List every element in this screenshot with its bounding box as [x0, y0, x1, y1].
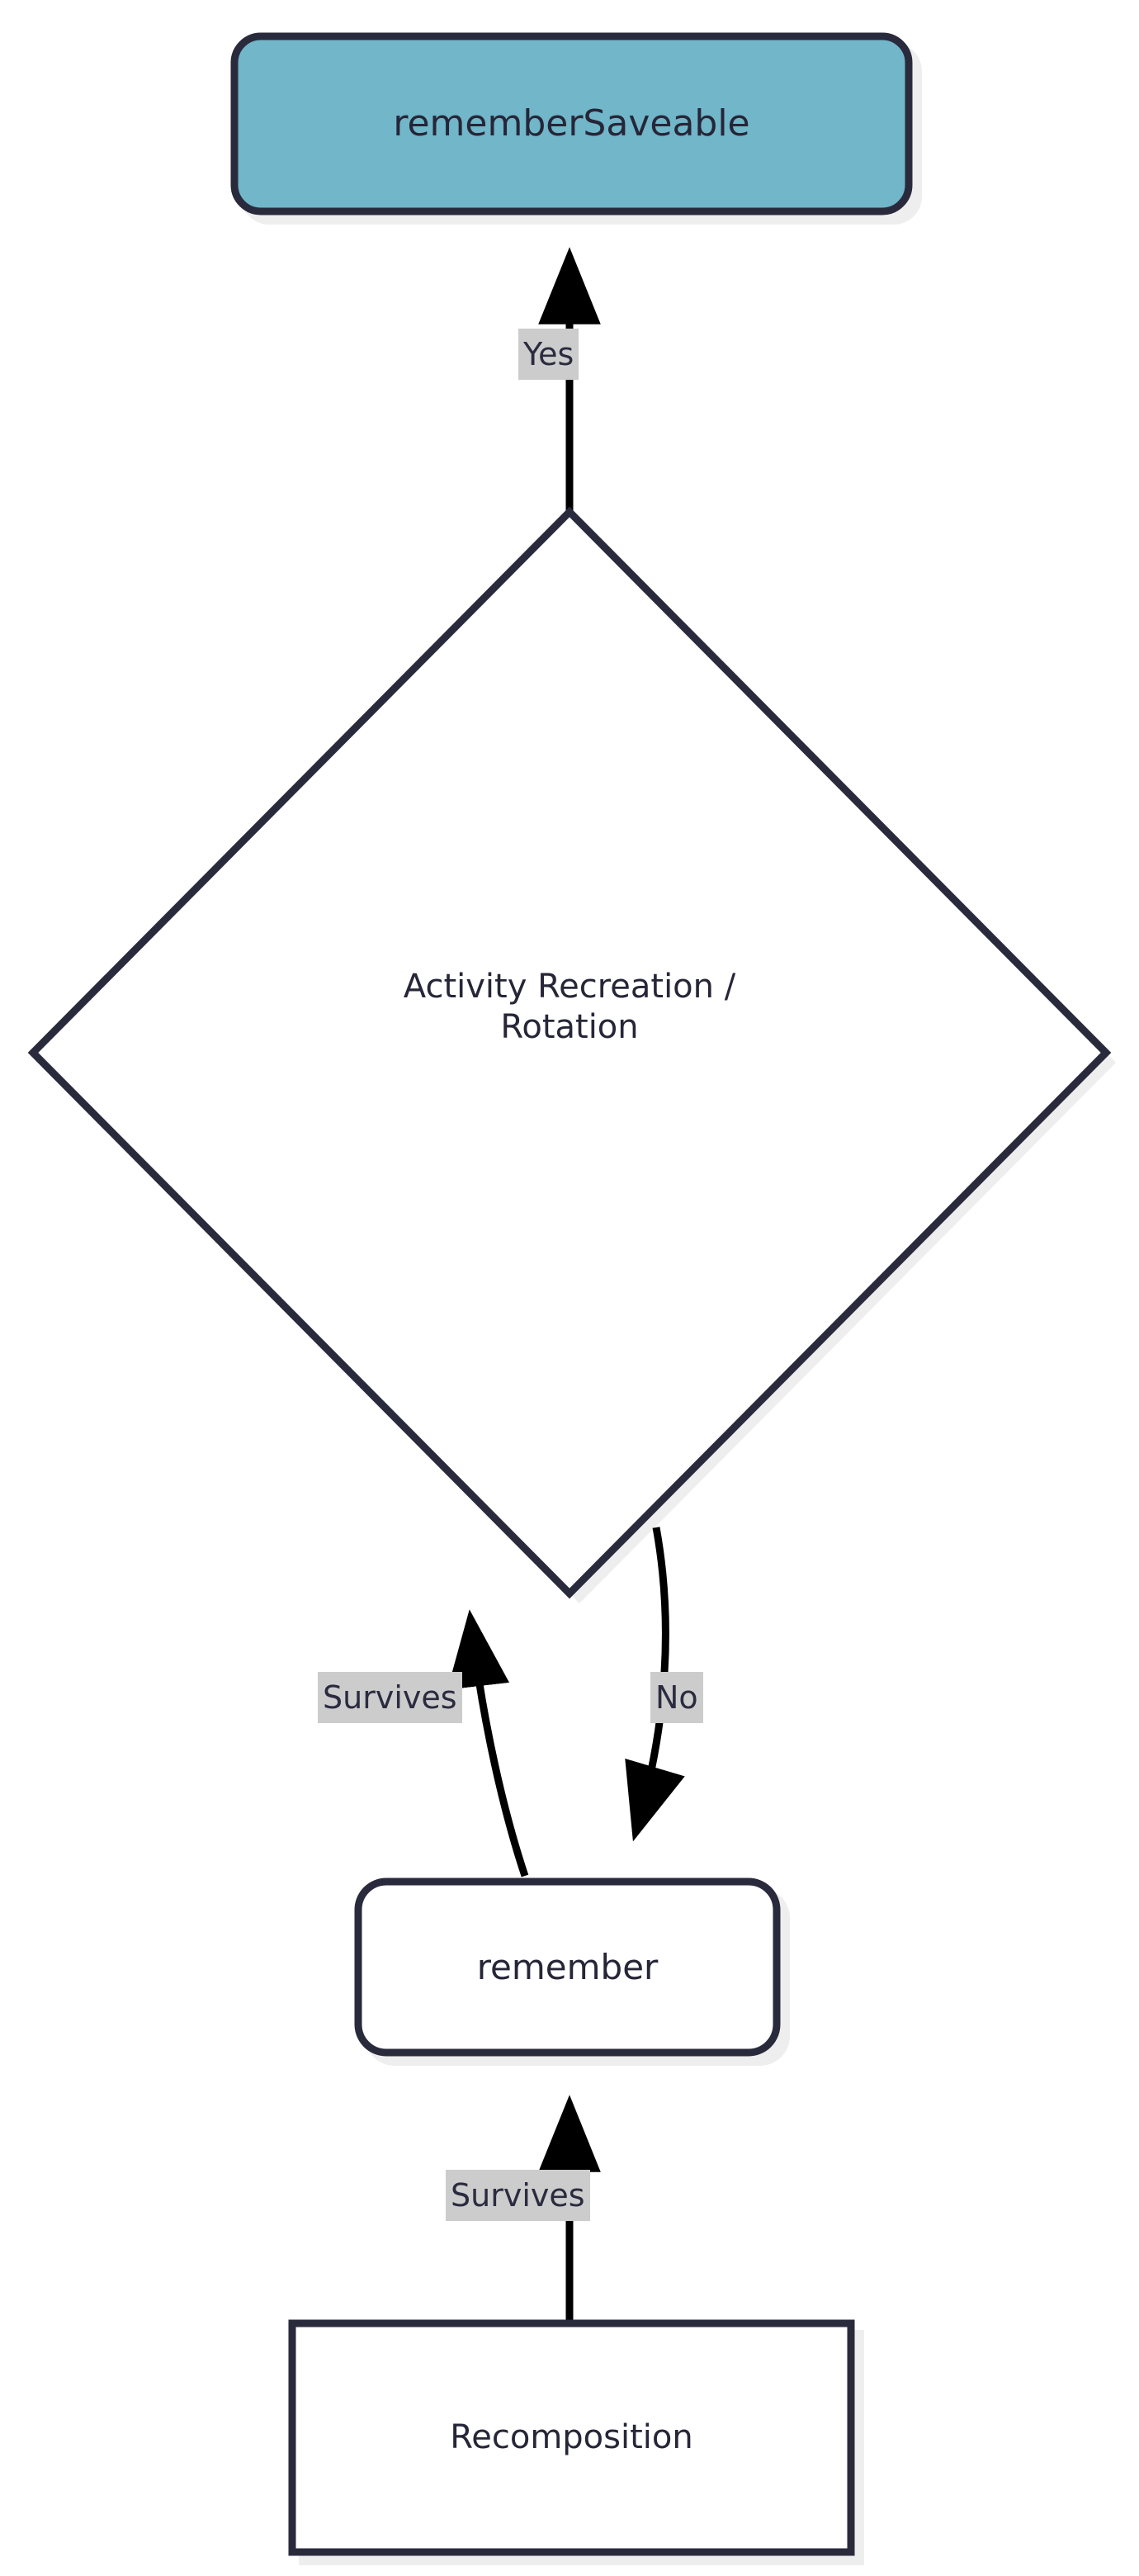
- edge-label-survives-top: Survives: [318, 1672, 462, 1723]
- node-shapes: [27, 32, 1112, 2556]
- edge-label-yes: Yes: [518, 329, 579, 380]
- recomposition-shape[interactable]: [288, 2319, 855, 2556]
- remembersaveable-shape[interactable]: [230, 32, 913, 215]
- edges: [447, 247, 685, 2320]
- remember-shape[interactable]: [354, 1878, 781, 2057]
- edge-label-survives-bottom: Survives: [446, 2170, 590, 2221]
- decision-shape[interactable]: [27, 506, 1112, 1599]
- edge-survives-top: [447, 1609, 529, 1878]
- edge-label-no: No: [650, 1672, 703, 1723]
